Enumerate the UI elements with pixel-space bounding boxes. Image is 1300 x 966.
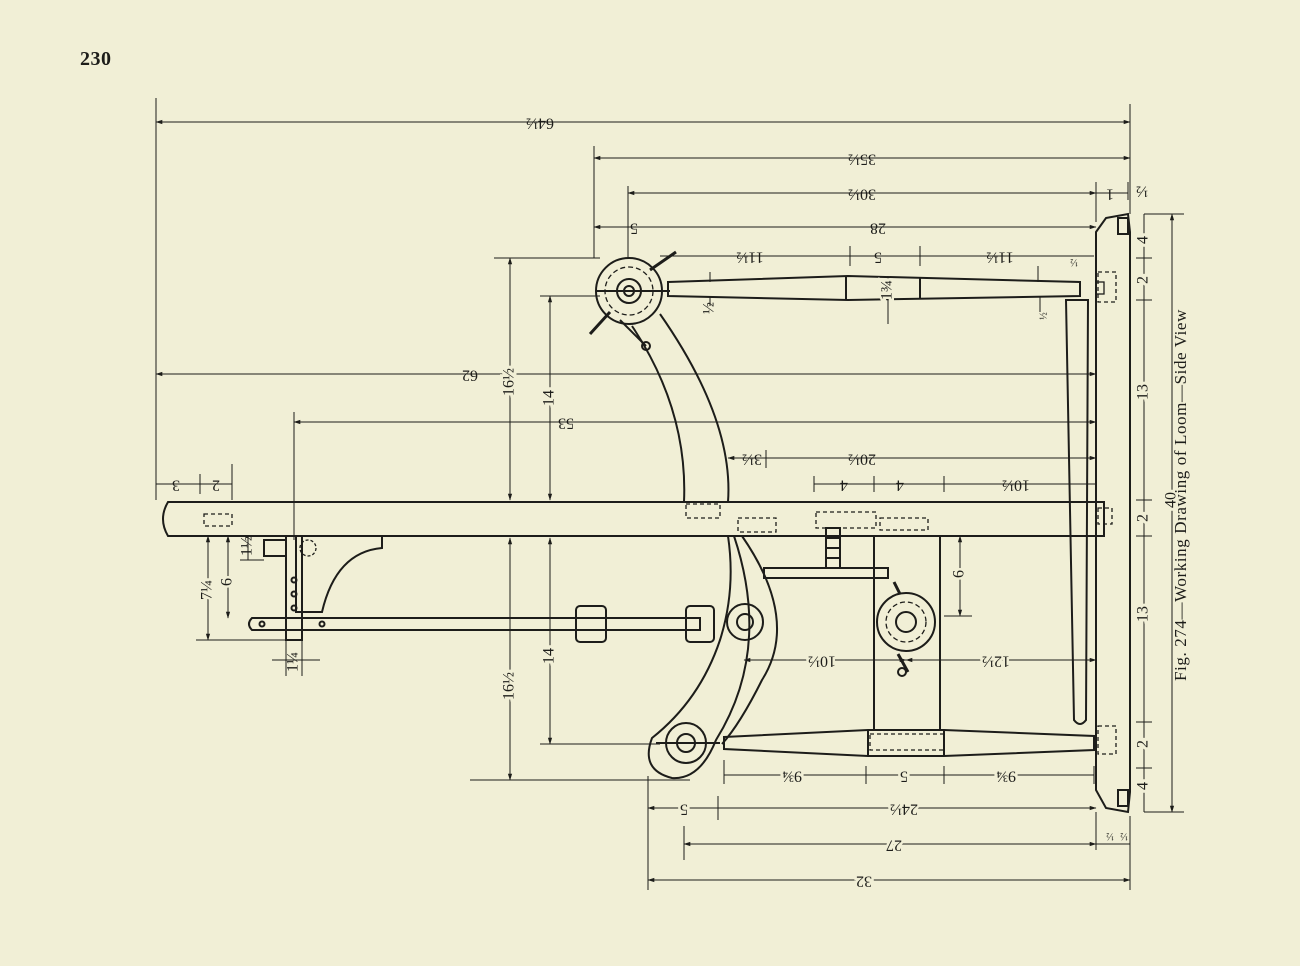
dim-53: 53 [558,414,574,431]
dim-bottom-end-1: ½ [1106,831,1114,842]
dim-height-1: 1½ [239,536,256,556]
top-roller [588,250,677,351]
dim-24: 24½ [890,800,918,817]
dim-30: 30½ [848,185,876,202]
dim-28: 28 [870,219,886,236]
dim-seg-4a: 4 [840,476,848,493]
dim-height-bottom-16: 16½ [501,672,518,700]
dim-overall-length: 64½ [526,114,554,131]
dim-62: 62 [462,366,478,383]
center-frame [737,511,945,751]
dim-bottom-left: 9¾ [782,767,802,784]
dim-10b: 10½ [808,652,836,669]
dim-12: 12½ [982,652,1010,669]
lower-shaft [248,605,715,643]
left-bracket [263,535,383,641]
dim-base-40: 40 [1163,492,1180,508]
dim-base-4a: 4 [1135,236,1152,244]
dim-height-6b: 6 [951,570,968,578]
dim-right-thickness: ½ [1038,312,1049,320]
dimension-lines [155,98,1184,890]
dim-thickness-half: ½ [701,302,718,314]
dim-height-bottom-14: 14 [541,648,558,664]
dim-seg-4b: 4 [896,476,904,493]
dim-bottom-right: 9¾ [996,767,1016,784]
dim-base-13b: 13 [1135,606,1152,622]
upright-post [1064,299,1090,725]
figure-caption: Fig. 274—Working Drawing of Loom—Side Vi… [1171,309,1190,681]
page-number: 230 [80,48,112,70]
dim-base-13a: 13 [1135,384,1152,400]
dim-20: 20½ [848,450,876,467]
dim-end-2: 2 [212,476,220,493]
dim-35: 35½ [848,150,876,167]
dim-height-top-14: 14 [541,390,558,406]
dim-top-bar-mid: 5 [874,248,882,265]
dim-27: 27 [886,836,902,853]
dim-base-2c: 2 [1135,740,1152,748]
dim-right-1: 1 [1106,185,1114,202]
dim-width-1: 1¼ [285,652,302,672]
main-beam [162,501,1113,537]
dim-top-offset-5: 5 [630,219,638,236]
dim-height-7: 7¼ [199,580,216,600]
upper-rail [667,271,1117,303]
dimension-labels: 64½ 35½ 30½ 28 5 1 ½ 11½ 5 11½ ½ 62 53 2… [172,114,1183,892]
dim-bar-depth: 1¾ [879,280,896,300]
dim-32: 32 [856,872,872,889]
dim-bottom-5: 5 [680,800,688,817]
lower-curved-arm [647,535,779,780]
dim-10a: 10½ [1002,476,1030,493]
dim-top-bar-left: 11½ [736,248,763,265]
dim-right-half: ½ [1136,182,1148,199]
base-frame [1095,212,1131,814]
lower-rail [723,725,1117,757]
dim-base-2a: 2 [1135,276,1152,284]
dim-top-bar-right: 11½ [986,248,1013,265]
upper-curved-arm [631,313,730,503]
dim-bottom-end-2: ½ [1120,831,1128,842]
dim-bottom-mid: 5 [900,767,908,784]
dim-top-bar-end: ½ [1070,257,1078,268]
dim-base-4b: 4 [1135,782,1152,790]
dim-height-top-16: 16½ [501,368,518,396]
dim-height-6a: 6 [219,578,236,586]
dim-end-3: 3 [172,476,180,493]
dim-base-2b: 2 [1135,514,1152,522]
dim-3: 3½ [742,450,762,467]
